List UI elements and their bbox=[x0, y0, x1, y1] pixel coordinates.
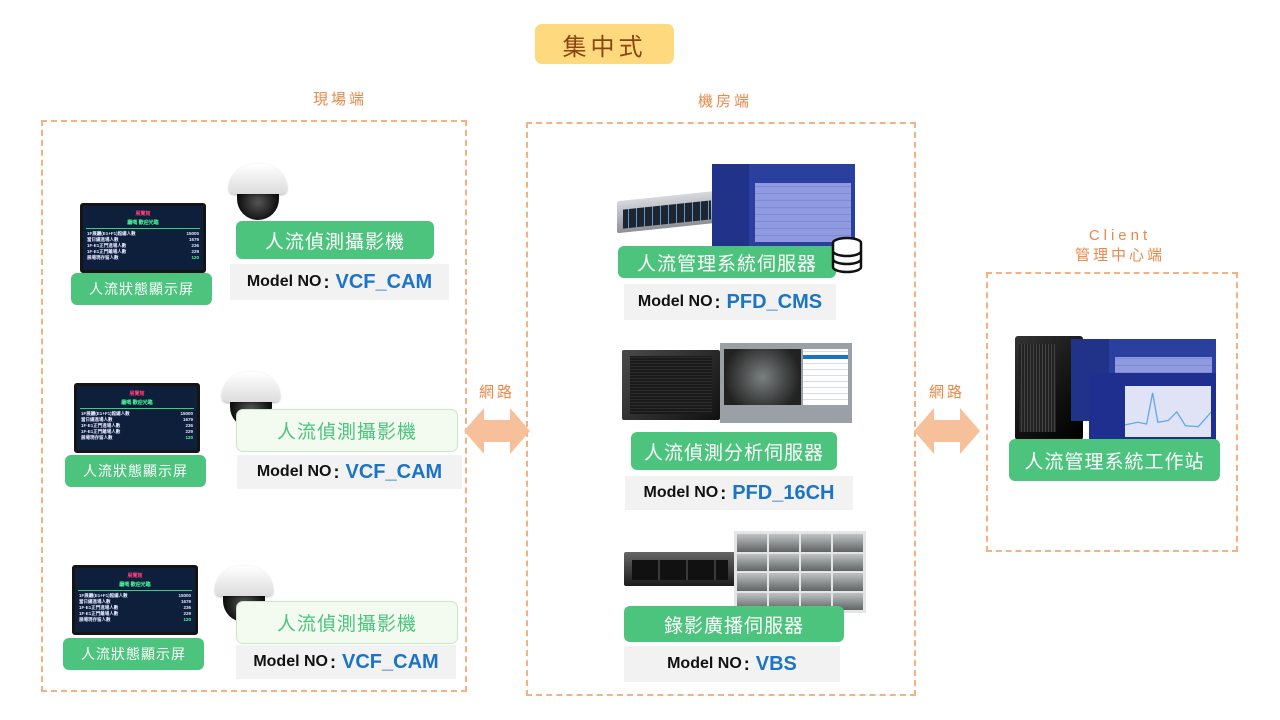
model-number: Model NO:PFD_16CH bbox=[625, 476, 853, 510]
zone-label-site: 現場端 bbox=[312, 91, 367, 108]
zone-label-client-line2: 管理中心端 bbox=[1074, 247, 1165, 264]
status-display-label: 人流狀態顯示屏 bbox=[71, 273, 212, 305]
workstation-chart-screenshot bbox=[1089, 373, 1216, 443]
monitor-header: 廳嘅 歡迎光臨 bbox=[127, 220, 159, 226]
zone-box-server-room bbox=[526, 122, 916, 696]
model-number: Model NO:PFD_CMS bbox=[624, 284, 836, 320]
double-arrow-icon bbox=[914, 408, 980, 454]
zone-label-client: Client 管理中心端 bbox=[1060, 226, 1180, 266]
dome-camera-icon bbox=[225, 164, 291, 222]
double-arrow-icon bbox=[464, 408, 530, 454]
camera-grid-screenshot bbox=[734, 531, 866, 613]
network-label-left: 網路 bbox=[479, 384, 516, 401]
server-label: 錄影廣播伺服器 bbox=[624, 606, 844, 642]
zone-label-server-room: 機房端 bbox=[697, 93, 752, 110]
monitor-title: 展覽館 bbox=[135, 211, 151, 217]
database-icon bbox=[831, 236, 863, 274]
trend-chart-thumbnail bbox=[1124, 385, 1211, 438]
camera-label: 人流偵測攝影機 bbox=[236, 221, 434, 259]
zone-label-client-line1: Client bbox=[1088, 227, 1152, 244]
zone-box-site bbox=[41, 120, 467, 692]
status-display-label: 人流狀態顯示屏 bbox=[65, 455, 206, 487]
cms-software-screenshot bbox=[712, 164, 855, 249]
model-number: Model NO:VCF_CAM bbox=[230, 264, 449, 300]
model-number: Model NO:VCF_CAM bbox=[236, 645, 456, 679]
nvr-chassis-image bbox=[624, 552, 736, 586]
camera-label: 人流偵測攝影機 bbox=[236, 409, 458, 452]
workstation-label: 人流管理系統工作站 bbox=[1009, 439, 1220, 481]
model-number: Model NO:VCF_CAM bbox=[237, 455, 462, 489]
model-number: Model NO:VBS bbox=[624, 646, 840, 682]
status-display-label: 人流狀態顯示屏 bbox=[63, 638, 204, 670]
zone-box-client bbox=[986, 272, 1238, 552]
analysis-software-screenshot bbox=[720, 343, 852, 423]
network-label-right: 網路 bbox=[929, 384, 966, 401]
camera-label: 人流偵測攝影機 bbox=[236, 601, 458, 644]
server-label: 人流管理系統伺服器 bbox=[618, 246, 836, 278]
diagram-title: 集中式 bbox=[535, 24, 674, 64]
4u-chassis-image bbox=[622, 350, 720, 420]
server-label: 人流偵測分析伺服器 bbox=[631, 432, 837, 470]
